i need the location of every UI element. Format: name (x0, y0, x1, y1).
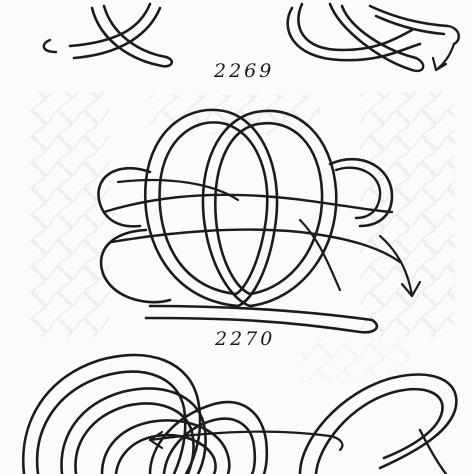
arrow-head-icon (433, 58, 446, 70)
diagram-number-2269: 2269 (214, 60, 274, 82)
diagram-number-2270: 2270 (215, 328, 275, 350)
